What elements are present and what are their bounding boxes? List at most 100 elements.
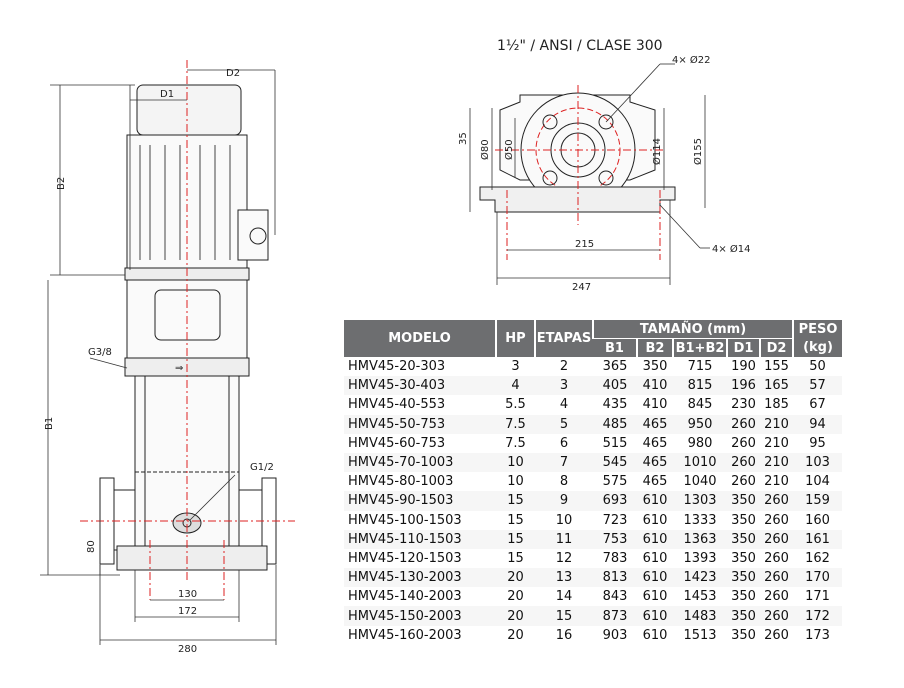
cell-d1: 260	[731, 435, 756, 451]
cell-d2: 260	[764, 627, 789, 643]
cell-b2: 610	[637, 606, 673, 626]
pump-drawing: ⇒ D1 D2 B2 B1 G3/8 G1/2 80 130 172 280	[40, 60, 295, 655]
cell-b1: 485	[593, 414, 637, 434]
cell-b1b2: 950	[673, 414, 727, 434]
cell-peso: 172	[793, 606, 842, 626]
cell-b1: 813	[593, 568, 637, 588]
cell-peso: 171	[805, 589, 830, 605]
cell-hp: 10	[507, 474, 524, 490]
label-215: 215	[575, 239, 594, 250]
cell-b1: 723	[602, 512, 628, 528]
label-172: 172	[178, 606, 197, 617]
bolt-hole	[542, 114, 558, 130]
cell-b1b2: 1423	[673, 568, 727, 588]
cell-hp: 20	[507, 589, 524, 605]
label-35: 35	[458, 132, 469, 145]
cell-model: HMV45-30-403	[344, 376, 496, 396]
label-d155: Ø155	[692, 138, 704, 165]
cell-d2: 155	[764, 359, 789, 375]
header-b1: B1	[593, 338, 637, 357]
cell-etapas: 12	[555, 550, 573, 566]
cell-hp: 3	[511, 359, 520, 375]
cell-d2: 210	[764, 435, 789, 451]
cell-b1b2: 1303	[673, 491, 727, 511]
label-d114: Ø114	[651, 138, 663, 165]
cell-d1: 260	[727, 452, 760, 473]
cell-b1b2: 1333	[683, 512, 717, 528]
label-d2: D2	[226, 68, 240, 79]
cell-b2: 610	[642, 550, 668, 566]
cell-b2: 610	[642, 512, 668, 528]
cell-hp: 15	[507, 550, 524, 566]
cell-etapas: 11	[535, 529, 593, 549]
cell-peso: 160	[805, 512, 830, 528]
cell-peso: 94	[793, 414, 842, 434]
cell-etapas: 14	[555, 589, 573, 605]
cell-etapas: 9	[535, 491, 593, 511]
flange-drawing: 4× Ø22 4× Ø14 35 Ø80 Ø50 Ø114 Ø155 215 2…	[458, 54, 750, 293]
cell-d1: 350	[727, 606, 760, 626]
cell-model: HMV45-60-753	[348, 435, 446, 451]
cell-b2: 610	[642, 589, 668, 605]
header-b1b2: B1+B2	[672, 338, 727, 357]
cell-b1: 843	[602, 589, 628, 605]
header-d1: D1	[726, 338, 760, 357]
label-247: 247	[572, 282, 591, 293]
cell-d2: 210	[760, 414, 793, 434]
cell-peso: 57	[793, 376, 842, 396]
cell-d1: 350	[727, 568, 760, 588]
cell-model: HMV45-70-1003	[344, 452, 496, 473]
spec-table: MODELO HP ETAPAS TAMAÑO (mm) PESO B1 B2 …	[344, 320, 842, 645]
cell-etapas: 7	[535, 452, 593, 473]
cell-b2: 610	[642, 627, 668, 643]
cell-peso: 95	[809, 435, 826, 451]
pump-base	[116, 545, 268, 571]
cell-d1: 230	[731, 397, 756, 413]
cell-d2: 185	[764, 397, 789, 413]
label-g12: G1/2	[250, 462, 274, 473]
header-tamano: TAMAÑO (mm)	[592, 320, 793, 339]
label-holes-bottom: 4× Ø14	[712, 243, 750, 255]
header-hp: HP	[495, 320, 535, 357]
label-d1: D1	[160, 89, 174, 100]
cell-b1: 365	[602, 359, 628, 375]
cell-model: HMV45-120-1503	[348, 550, 462, 566]
cell-d2: 260	[760, 491, 793, 511]
cell-b1: 575	[602, 474, 628, 490]
label-holes-top: 4× Ø22	[672, 54, 711, 66]
motor-cap	[136, 84, 242, 136]
cell-b1: 783	[602, 550, 628, 566]
cell-hp: 20	[496, 568, 535, 588]
svg-text:⇒: ⇒	[175, 363, 183, 374]
cell-d2: 260	[764, 589, 789, 605]
cell-model: HMV45-150-2003	[344, 606, 496, 626]
cell-hp: 15	[507, 512, 524, 528]
cell-etapas: 13	[535, 568, 593, 588]
cell-d1: 350	[727, 529, 760, 549]
cell-b2: 465	[642, 474, 668, 490]
cell-etapas: 15	[535, 606, 593, 626]
label-b2: B2	[56, 177, 67, 190]
cell-model: HMV45-130-2003	[344, 568, 496, 588]
cell-b1: 903	[602, 627, 628, 643]
label-80: 80	[86, 540, 97, 553]
cell-hp: 20	[496, 606, 535, 626]
cell-b1b2: 1483	[673, 606, 727, 626]
cell-peso: 173	[805, 627, 830, 643]
cell-b1b2: 1363	[673, 529, 727, 549]
cell-hp: 15	[496, 491, 535, 511]
cell-model: HMV45-100-1503	[348, 512, 462, 528]
cell-d2: 260	[760, 606, 793, 626]
cell-model: HMV45-50-753	[344, 414, 496, 434]
cell-etapas: 2	[559, 359, 569, 375]
cell-b2: 350	[642, 359, 668, 375]
cell-b2: 465	[642, 435, 668, 451]
